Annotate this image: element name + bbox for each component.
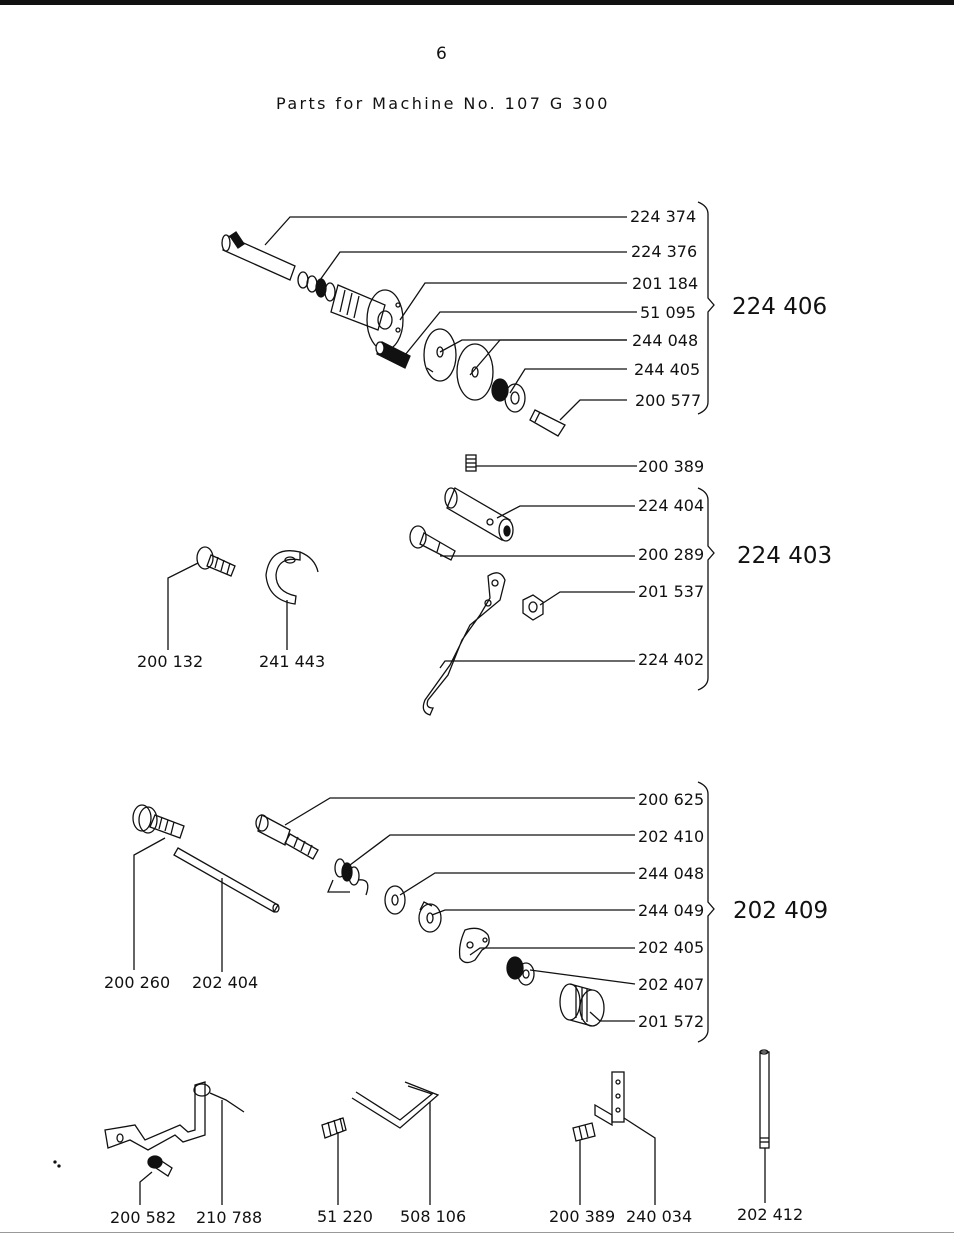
part-label: 224 374 [630,207,697,226]
part-label: 202 410 [638,827,705,846]
part-label: 244 405 [634,360,701,379]
group-bracket [697,781,715,1043]
part-label: 200 132 [137,652,204,671]
part-label: 240 034 [626,1207,693,1226]
group-bracket [697,201,715,415]
screw-200389-bottom [572,1122,596,1205]
part-label: 201 537 [638,582,705,601]
part-label: 244 049 [638,901,705,920]
part-label: 202 407 [638,975,705,994]
part-label: 200 389 [638,457,705,476]
screw-200289 [409,525,456,561]
group-bracket [697,487,715,691]
bracket-210788 [104,1081,245,1205]
washer-244049 [418,901,442,933]
part-label: 224 376 [631,242,698,261]
part-label: 202 412 [737,1205,804,1224]
stud-200625 [255,814,319,860]
stray-mark [53,1160,61,1168]
knob-201572 [559,983,605,1027]
bottom-border [0,1232,954,1233]
nut-202407 [506,956,535,986]
part-label: 202 404 [192,973,259,992]
part-label: 200 577 [635,391,702,410]
rod-202404 [173,847,280,972]
part-label: 241 443 [259,652,326,671]
stud-224404 [444,487,514,542]
stud-200260 [132,804,185,970]
leader-lines-group-3 [284,797,636,1022]
part-label: 200 260 [104,973,171,992]
top-border [0,0,954,5]
part-label: 201 184 [632,274,699,293]
group-number: 202 409 [733,898,829,924]
part-label: 200 625 [638,790,705,809]
lever-224402 [422,572,506,716]
lever-202405 [458,927,490,964]
part-label: 200 389 [549,1207,616,1226]
bushing-201184 [330,284,404,351]
group-number: 224 406 [732,294,828,320]
spring-202410 [327,858,369,896]
group-number: 224 403 [737,543,833,569]
pin-202412 [759,1049,770,1203]
part-label: 210 788 [196,1208,263,1227]
part-label: 51 220 [317,1207,373,1226]
spring-224376 [297,271,336,302]
collar-244405 [491,378,526,413]
part-label: 200 289 [638,545,705,564]
screw-200577 [529,409,566,437]
screw-200582 [139,1155,173,1205]
part-label: 508 106 [400,1207,467,1226]
shaft-224374 [221,231,296,281]
washer-244048 [423,328,494,401]
leader-lines-group-2 [439,505,635,669]
nut-201537 [522,594,544,621]
page-title: Parts for Machine No. 107 G 300 [276,94,610,113]
part-label: 244 048 [638,864,705,883]
part-label: 200 582 [110,1208,177,1227]
part-label: 51 095 [640,303,696,322]
screw-200389-top [465,454,637,472]
page-number: 6 [436,44,447,64]
part-label: 244 048 [632,331,699,350]
screw-200132 [167,546,236,650]
plate-240034 [594,1071,656,1205]
part-label: 201 572 [638,1012,705,1031]
part-label: 202 405 [638,938,705,957]
screw-51095 [375,341,411,369]
wire-508106 [351,1081,440,1205]
part-label: 224 404 [638,496,705,515]
washer-244048-b [384,885,406,915]
part-label: 224 402 [638,650,705,669]
leader-lines-group-1 [264,216,637,421]
clamp-241443 [265,550,319,650]
screw-51220 [321,1117,347,1205]
